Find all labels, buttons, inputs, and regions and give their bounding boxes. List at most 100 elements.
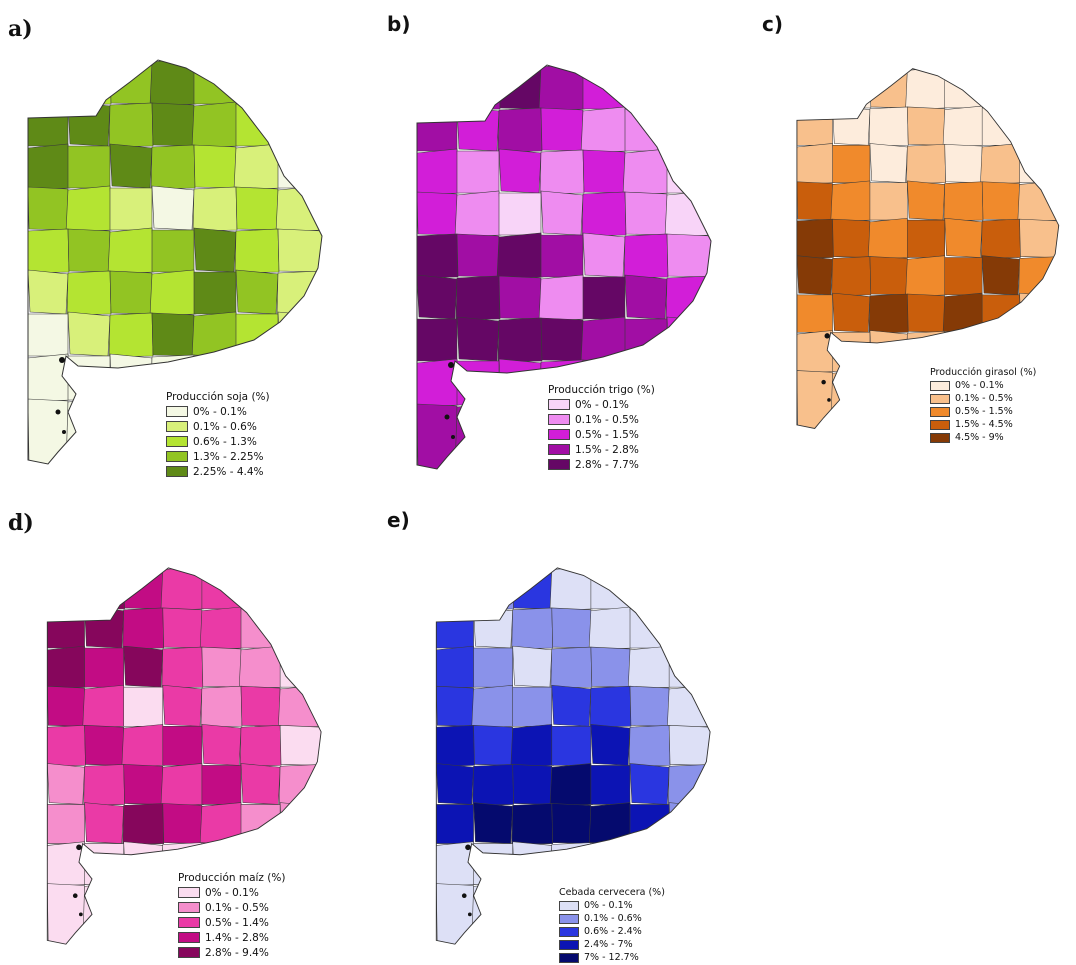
partido-cell xyxy=(28,228,70,274)
partido-cell xyxy=(84,725,124,766)
partido-cell xyxy=(628,725,671,767)
partido-cell xyxy=(796,370,833,429)
partido-cell xyxy=(473,647,513,688)
partido-cell xyxy=(151,312,195,357)
panel-e: e) Cebada cervecera (%) 0% - 0.1%0.1% - … xyxy=(385,490,745,965)
partido-cell xyxy=(66,60,112,106)
partido-cell xyxy=(666,150,711,194)
partido-cell xyxy=(417,191,458,236)
partido-cell xyxy=(235,313,279,357)
partido-cell xyxy=(235,103,279,147)
partido-cell xyxy=(454,402,502,469)
partido-cell xyxy=(667,567,711,611)
island-mark xyxy=(78,912,83,917)
island-mark xyxy=(72,893,78,899)
partido-cell xyxy=(201,765,242,805)
partido-cell xyxy=(627,841,672,887)
partido-cell xyxy=(199,606,244,651)
partido-cell xyxy=(123,645,164,688)
partido-cell xyxy=(869,182,908,221)
legend-row: 4.5% - 9% xyxy=(930,431,1036,444)
partido-cell xyxy=(664,402,711,469)
partido-cell xyxy=(550,646,593,689)
partido-cell xyxy=(121,724,165,768)
partido-cell xyxy=(512,764,553,805)
partido-cell xyxy=(796,294,833,333)
partido-cell xyxy=(47,608,85,649)
partido-cell xyxy=(624,108,668,152)
partido-cell xyxy=(590,646,631,688)
partido-cell xyxy=(869,371,908,429)
partido-cell xyxy=(590,724,631,766)
partido-cell xyxy=(240,685,281,727)
partido-cell xyxy=(498,148,542,194)
partido-cell xyxy=(629,608,670,649)
partido-cell xyxy=(622,148,670,196)
partido-cell xyxy=(981,255,1020,296)
partido-cell xyxy=(108,312,154,358)
island-mark xyxy=(59,357,65,363)
partido-cell xyxy=(1019,144,1059,183)
island-mark xyxy=(62,430,66,434)
partido-cell xyxy=(191,101,239,149)
island-mark xyxy=(461,893,467,899)
partido-cell xyxy=(455,65,501,111)
partido-cell xyxy=(581,191,627,237)
map-cebada xyxy=(435,567,711,945)
partido-cell xyxy=(588,606,633,651)
partido-cell xyxy=(830,180,872,223)
partido-cell xyxy=(150,144,196,190)
partido-cell xyxy=(47,685,85,727)
partido-cell xyxy=(193,144,237,189)
partido-cell xyxy=(796,181,833,221)
partido-cell xyxy=(796,218,834,259)
partido-cell xyxy=(832,144,871,183)
legend-row: 1.4% - 2.8% xyxy=(178,930,285,945)
partido-cell xyxy=(471,882,515,945)
partido-cell xyxy=(624,65,668,110)
partido-cell xyxy=(667,764,711,806)
partido-cell xyxy=(275,397,322,464)
island-mark xyxy=(448,362,454,368)
legend-swatch xyxy=(930,406,950,417)
partido-cell xyxy=(436,608,474,649)
partido-cell xyxy=(192,186,238,232)
province-outline xyxy=(46,567,322,945)
partido-cell xyxy=(629,685,670,727)
partido-cell xyxy=(151,229,195,273)
legend-label: 0.5% - 1.5% xyxy=(575,428,639,441)
partido-cell xyxy=(417,148,460,196)
partido-cell xyxy=(550,842,593,886)
partido-cell xyxy=(279,725,322,766)
partido-cell xyxy=(84,647,124,688)
partido-cell xyxy=(162,684,203,727)
legend-rows: 0% - 0.1%0.1% - 0.6%0.6% - 2.4%2.4% - 7%… xyxy=(559,899,665,964)
partido-cell xyxy=(590,765,631,805)
partido-cell xyxy=(981,181,1020,221)
partido-cell xyxy=(832,292,871,333)
legend-swatch xyxy=(548,414,570,425)
legend-label: 1.4% - 2.8% xyxy=(205,931,269,944)
partido-cell xyxy=(473,606,513,649)
partido-cell xyxy=(906,144,946,184)
legend-label: 0.1% - 0.6% xyxy=(193,420,257,433)
legend-label: 2.25% - 4.4% xyxy=(193,465,264,478)
partido-cell xyxy=(47,763,85,805)
partido-cell xyxy=(67,101,111,147)
partido-cell xyxy=(200,685,243,728)
partido-cell xyxy=(1019,105,1059,146)
partido-cell xyxy=(540,190,584,236)
island-mark xyxy=(76,844,82,851)
partido-cell xyxy=(582,232,626,278)
partido-cell xyxy=(471,684,515,729)
legend-row: 2.8% - 9.4% xyxy=(178,945,285,960)
partido-cell xyxy=(981,107,1020,146)
legend-swatch xyxy=(166,451,188,462)
partido-cell xyxy=(201,724,242,766)
partido-cell xyxy=(28,398,69,464)
partido-cell xyxy=(981,68,1020,109)
partido-cell xyxy=(83,764,125,806)
partido-cell xyxy=(665,65,711,111)
partido-cell xyxy=(540,234,584,278)
partido-cell xyxy=(869,330,908,372)
